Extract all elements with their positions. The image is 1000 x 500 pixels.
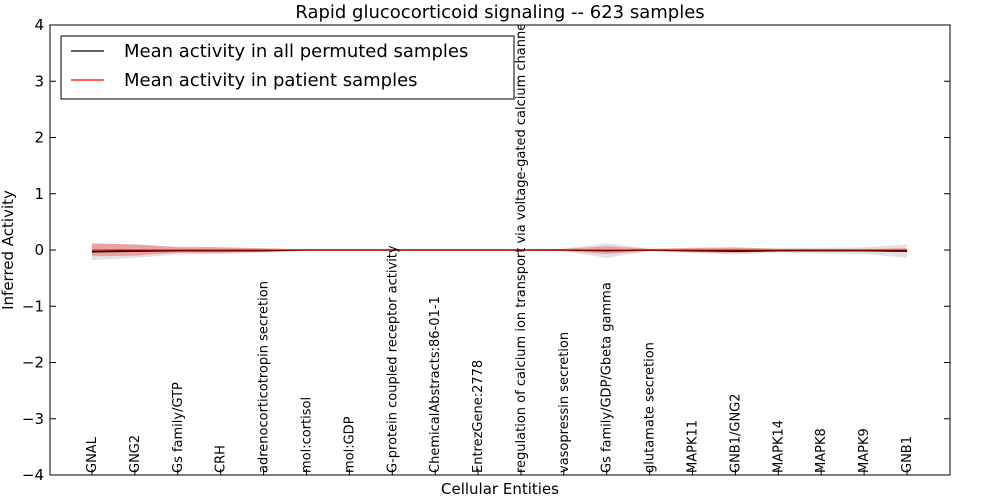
x-tick-label: MAPK9: [857, 428, 872, 473]
x-tick-label: MAPK11: [686, 420, 701, 473]
y-tick-label: −2: [22, 354, 44, 372]
x-tick-label: EntrezGene:2778: [471, 360, 486, 473]
legend-box: [60, 35, 515, 100]
x-tick-label: GNB1: [900, 436, 915, 473]
y-tick-label: −4: [22, 466, 44, 484]
y-axis: 4 3 2 1 0 −1 −2 −3 −4: [22, 16, 950, 484]
x-tick-labels: GNAL GNG2 Gs family/GTP CRH adrenocorticotro…: [85, 0, 915, 473]
x-tick-label: GNAL: [85, 436, 100, 473]
x-tick-label: G-protein coupled receptor activity: [385, 245, 400, 473]
x-tick-label: ChemicalAbstracts:86-01-1: [428, 296, 443, 473]
variance-bands: [92, 243, 907, 261]
x-tick-label: mol:cortisol: [300, 397, 315, 473]
x-tick-label: GNG2: [128, 435, 143, 473]
x-tick-label: MAPK14: [771, 420, 786, 473]
x-tick-label: CRH: [214, 445, 229, 473]
y-axis-label: Inferred Activity: [0, 190, 17, 310]
y-tick-label: 4: [34, 16, 44, 34]
chart-title: Rapid glucocorticoid signaling -- 623 sa…: [295, 2, 704, 23]
y-tick-label: −3: [22, 410, 44, 428]
y-tick-label: 0: [34, 241, 44, 259]
x-tick-label: regulation of calcium ion transport via …: [514, 0, 529, 473]
y-tick-label: 1: [34, 185, 44, 203]
x-tick-label: MAPK8: [814, 428, 829, 473]
legend-label: Mean activity in all permuted samples: [124, 41, 468, 62]
x-tick-label: Gs family/GDP/Gbeta gamma: [600, 282, 615, 473]
x-axis: GNAL GNG2 Gs family/GTP CRH adrenocorticotro…: [85, 0, 915, 475]
x-tick-label: mol:GDP: [342, 416, 357, 473]
x-tick-label: Gs family/GTP: [171, 382, 186, 473]
y-tick-label: 2: [34, 129, 44, 147]
x-tick-label: GNB1/GNG2: [728, 393, 743, 473]
x-tick-label: vasopressin secretion: [557, 332, 572, 473]
x-tick-label: adrenocorticotropin secretion: [257, 281, 272, 473]
x-axis-label: Cellular Entities: [441, 480, 559, 498]
x-tick-label: glutamate secretion: [643, 342, 658, 473]
y-tick-label: 3: [34, 72, 44, 90]
legend-label: Mean activity in patient samples: [124, 70, 418, 91]
y-tick-label: −1: [22, 297, 44, 315]
legend: Mean activity in all permuted samplesMea…: [60, 35, 515, 100]
series-lines: [91, 249, 908, 253]
